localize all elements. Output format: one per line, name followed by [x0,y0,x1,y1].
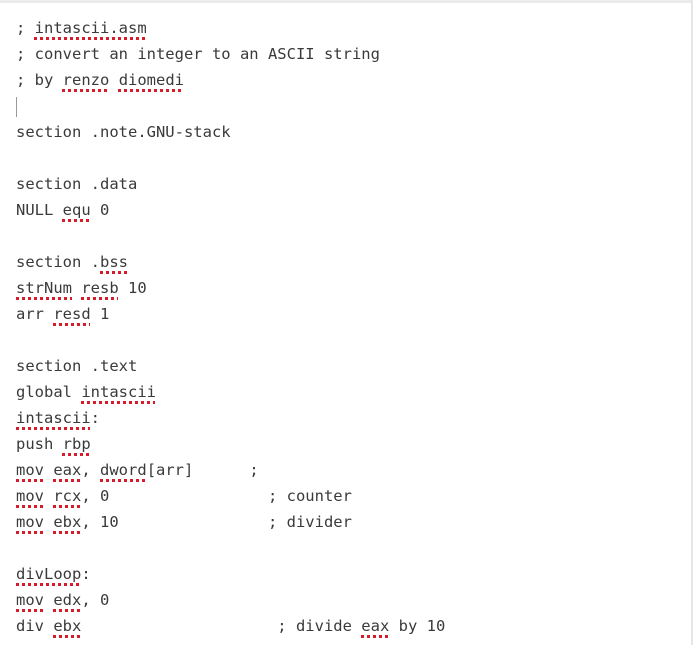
code-line[interactable]: mov rcx, 0 ; counter [16,483,685,509]
code-line[interactable] [16,223,685,249]
spellcheck-flagged-word: renzo [62,71,110,89]
code-line[interactable]: push rbp [16,431,685,457]
code-line[interactable] [16,93,685,119]
spellcheck-flagged-word: equ [62,201,91,219]
code-text [44,487,53,505]
code-text: global [16,383,82,401]
code-text: , 0 ; counter [81,487,352,505]
code-text: : [81,565,91,583]
spellcheck-flagged-word: eax [361,617,390,635]
code-text [44,591,53,609]
code-text: , [81,461,101,479]
code-line[interactable] [16,327,685,353]
spellcheck-flagged-word: dword [100,461,147,479]
spellcheck-flagged-word: mov [16,591,44,609]
code-text: section . [16,253,100,271]
code-text: section .data [16,175,138,193]
code-text: 0 [90,201,110,219]
spellcheck-flagged-word: rbp [62,435,91,453]
spellcheck-flagged-word: intascii [81,383,156,401]
code-line[interactable] [16,535,685,561]
code-line[interactable]: arr resd 1 [16,301,685,327]
code-text: push [16,435,63,453]
code-text: ; convert an integer to an ASCII string [16,45,380,63]
code-line[interactable]: divLoop: [16,561,685,587]
code-text: : [90,409,100,427]
spellcheck-flagged-word: rcx [53,487,82,505]
code-text: [arr] ; [146,461,259,479]
spellcheck-flagged-word: intascii [16,409,91,427]
text-cursor [16,96,17,117]
spellcheck-flagged-word: diomedi [118,71,185,89]
code-line[interactable]: section .data [16,171,685,197]
spellcheck-flagged-word: divLoop [16,565,82,583]
code-text: , 0 [81,591,110,609]
code-text [109,71,118,89]
spellcheck-flagged-word: resb [81,279,119,297]
code-text [44,513,53,531]
code-text: section .text [16,357,138,375]
code-line[interactable]: NULL equ 0 [16,197,685,223]
code-line[interactable]: ; convert an integer to an ASCII string [16,41,685,67]
code-line[interactable]: section .bss [16,249,685,275]
spellcheck-flagged-word: strNum [16,279,72,297]
spellcheck-flagged-word: edx [53,591,82,609]
spellcheck-flagged-word: eax [53,461,82,479]
code-line[interactable]: section .text [16,353,685,379]
code-text: ; [16,19,35,37]
spellcheck-flagged-word: ebx [53,617,82,635]
code-line[interactable]: mov ebx, 10 ; divider [16,509,685,535]
code-text: 10 [118,279,147,297]
code-line[interactable]: intascii: [16,405,685,431]
code-line[interactable]: ; intascii.asm [16,15,685,41]
code-text: ; divide [81,617,362,635]
code-text: , 10 ; divider [81,513,352,531]
code-text: section .note.GNU-stack [16,123,231,141]
code-line[interactable] [16,145,685,171]
spellcheck-flagged-word: mov [16,513,44,531]
spellcheck-flagged-word: mov [16,461,44,479]
code-text [72,279,81,297]
code-line[interactable]: global intascii [16,379,685,405]
right-border [691,0,693,645]
spellcheck-flagged-word: mov [16,487,44,505]
code-line[interactable]: ; by renzo diomedi [16,67,685,93]
code-line[interactable]: strNum resb 10 [16,275,685,301]
code-line[interactable]: mov eax, dword[arr] ; [16,457,685,483]
code-text [44,461,53,479]
spellcheck-flagged-word: intascii.asm [34,19,147,37]
code-editor-area[interactable]: ; intascii.asm ; convert an integer to an… [16,15,685,639]
code-line[interactable]: div ebx ; divide eax by 10 [16,613,685,639]
top-border [0,0,693,3]
code-text: NULL [16,201,63,219]
code-line[interactable]: mov edx, 0 [16,587,685,613]
spellcheck-flagged-word: ebx [53,513,82,531]
code-text: by 10 [389,617,446,635]
spellcheck-flagged-word: resd [53,305,91,323]
code-text: arr [16,305,54,323]
code-text: ; by [16,71,63,89]
code-text: 1 [90,305,110,323]
code-line[interactable]: section .note.GNU-stack [16,119,685,145]
code-text: div [16,617,54,635]
spellcheck-flagged-word: bss [100,253,128,271]
